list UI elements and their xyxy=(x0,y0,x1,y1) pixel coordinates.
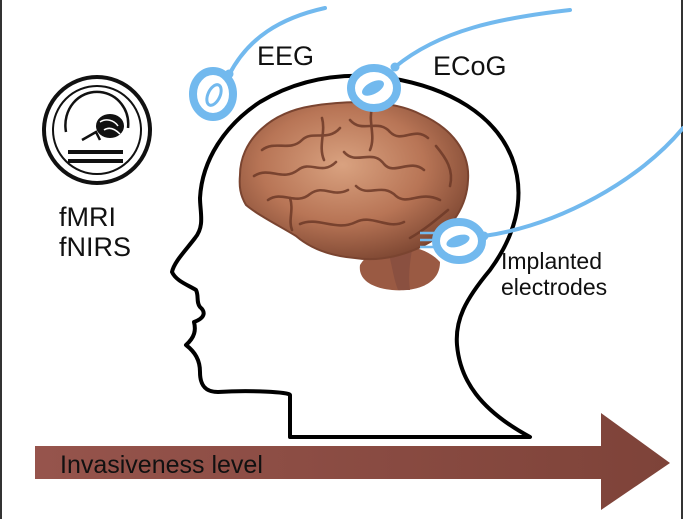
implanted-label: Implanted xyxy=(501,248,602,275)
ecog-electrode-icon xyxy=(351,63,400,109)
eeg-electrode-icon xyxy=(193,70,234,118)
ecog-label: ECoG xyxy=(433,51,507,81)
eeg-label: EEG xyxy=(257,41,314,71)
fnirs-label: fNIRS xyxy=(59,232,131,262)
invasiveness-label: Invasiveness level xyxy=(60,451,263,480)
mri-scanner-icon xyxy=(44,77,150,183)
fmri-label: fMRI xyxy=(59,202,116,232)
electrodes-label: electrodes xyxy=(501,274,607,301)
